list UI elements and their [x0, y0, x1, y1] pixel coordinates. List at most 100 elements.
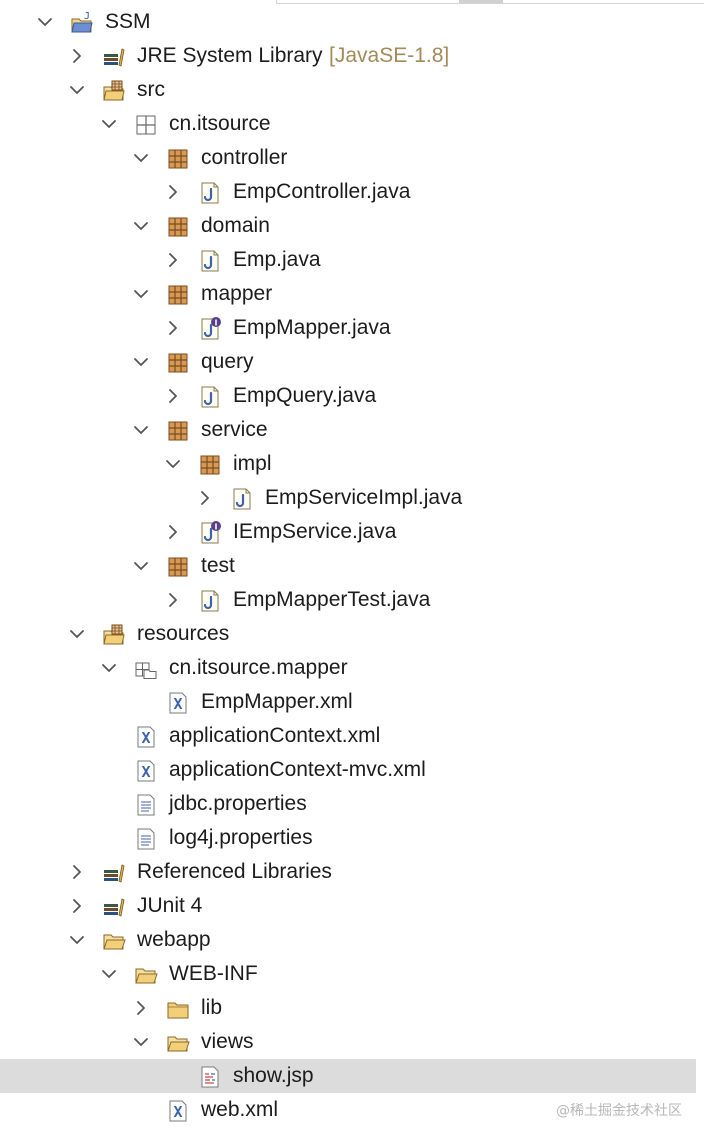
- expand-chevron-icon[interactable]: [165, 252, 181, 268]
- xml-file-icon: X: [166, 1099, 190, 1123]
- collapse-chevron-icon[interactable]: [133, 422, 149, 438]
- collapse-chevron-icon[interactable]: [133, 150, 149, 166]
- package-icon: [166, 555, 190, 579]
- collapse-chevron-icon[interactable]: [133, 558, 149, 574]
- folder-open-icon: [166, 1031, 190, 1055]
- collapse-chevron-icon[interactable]: [101, 660, 117, 676]
- collapse-chevron-icon[interactable]: [133, 354, 149, 370]
- tree-row-label: mapper: [201, 282, 273, 305]
- tree-row-query[interactable]: query: [0, 345, 704, 379]
- top-tab-indicator: [459, 0, 503, 3]
- tree-row-label: controller: [201, 146, 288, 169]
- tree-row-empcontroller[interactable]: EmpController.java: [0, 175, 704, 209]
- java-file-icon: [198, 181, 222, 205]
- tree-row-emp[interactable]: Emp.java: [0, 243, 704, 277]
- tree-row-log4j[interactable]: log4j.properties: [0, 821, 704, 855]
- tree-row-cn-itsource[interactable]: cn.itsource: [0, 107, 704, 141]
- collapse-chevron-icon[interactable]: [133, 218, 149, 234]
- tree-row-domain[interactable]: domain: [0, 209, 704, 243]
- collapse-chevron-icon[interactable]: [69, 82, 85, 98]
- tree-row-jdbc[interactable]: jdbc.properties: [0, 787, 704, 821]
- tree-row-label: jdbc.properties: [169, 792, 307, 815]
- source-folder-icon: [102, 623, 126, 647]
- collapse-chevron-icon[interactable]: [133, 286, 149, 302]
- expand-chevron-icon[interactable]: [69, 898, 85, 914]
- tree-row-label: applicationContext.xml: [169, 724, 381, 747]
- expand-chevron-icon[interactable]: [133, 1000, 149, 1016]
- tree-row-empquery[interactable]: EmpQuery.java: [0, 379, 704, 413]
- tree-row-empserviceimpl[interactable]: EmpServiceImpl.java: [0, 481, 704, 515]
- tree-row-label: EmpController.java: [233, 180, 411, 203]
- collapse-chevron-icon[interactable]: [165, 456, 181, 472]
- package-icon: [166, 147, 190, 171]
- collapse-chevron-icon[interactable]: [69, 932, 85, 948]
- expand-chevron-icon[interactable]: [165, 524, 181, 540]
- package-icon: [166, 283, 190, 307]
- tree-row-jre[interactable]: JRE System Library[JavaSE-1.8]: [0, 39, 704, 73]
- expand-chevron-icon[interactable]: [165, 184, 181, 200]
- tree-row-label: WEB-INF: [169, 962, 258, 985]
- tree-row-cn-itsource-mapper[interactable]: cn.itsource.mapper: [0, 651, 704, 685]
- tree-row-label: Referenced Libraries: [137, 860, 332, 883]
- tree-row-service[interactable]: service: [0, 413, 704, 447]
- tree-row-views[interactable]: views: [0, 1025, 704, 1059]
- tree-row-label: log4j.properties: [169, 826, 313, 849]
- tree-row-controller[interactable]: controller: [0, 141, 704, 175]
- tree-row-label: cn.itsource: [169, 112, 271, 135]
- tree-row-label: show.jsp: [233, 1064, 314, 1087]
- java-interface-icon: I: [198, 317, 222, 341]
- tree-row-impl[interactable]: impl: [0, 447, 704, 481]
- tree-row-label: EmpMapper.java: [233, 316, 391, 339]
- svg-text:I: I: [215, 523, 218, 532]
- tree-row-label: JUnit 4: [137, 894, 203, 917]
- expand-chevron-icon[interactable]: [165, 592, 181, 608]
- expand-chevron-icon[interactable]: [165, 320, 181, 336]
- collapse-chevron-icon[interactable]: [37, 14, 53, 30]
- tree-row-label: lib: [201, 996, 223, 1019]
- svg-text:X: X: [141, 729, 150, 747]
- expand-chevron-icon[interactable]: [69, 48, 85, 64]
- tree-row-test[interactable]: test: [0, 549, 704, 583]
- tree-row-label: impl: [233, 452, 272, 475]
- expand-chevron-icon[interactable]: [165, 388, 181, 404]
- expand-chevron-icon[interactable]: [69, 864, 85, 880]
- tree-row-reflibs[interactable]: Referenced Libraries: [0, 855, 704, 889]
- folder-open-icon: [102, 929, 126, 953]
- collapse-chevron-icon[interactable]: [101, 116, 117, 132]
- xml-file-icon: X: [134, 759, 158, 783]
- tree-row-label: cn.itsource.mapper: [169, 656, 348, 679]
- package-icon: [166, 419, 190, 443]
- package-icon: [198, 453, 222, 477]
- collapse-chevron-icon[interactable]: [101, 966, 117, 982]
- tree-row-webapp[interactable]: webapp: [0, 923, 704, 957]
- tree-row-label: IEmpService.java: [233, 520, 397, 543]
- collapse-chevron-icon[interactable]: [69, 626, 85, 642]
- tree-row-lib[interactable]: lib: [0, 991, 704, 1025]
- tree-row-label: domain: [201, 214, 270, 237]
- tree-row-label: views: [201, 1030, 254, 1053]
- tree-row-junit[interactable]: JUnit 4: [0, 889, 704, 923]
- collapse-chevron-icon[interactable]: [133, 1034, 149, 1050]
- tree-row-showjsp[interactable]: show.jsp: [0, 1059, 696, 1093]
- tree-row-webinf[interactable]: WEB-INF: [0, 957, 704, 991]
- svg-text:X: X: [173, 695, 182, 713]
- tree-row-mapper[interactable]: mapper: [0, 277, 704, 311]
- tree-row-label: EmpServiceImpl.java: [265, 486, 463, 509]
- package-folder-icon: [134, 657, 158, 681]
- svg-text:J: J: [84, 11, 90, 22]
- tree-row-src[interactable]: src: [0, 73, 704, 107]
- tree-row-label: test: [201, 554, 235, 577]
- tree-row-empmapper-xml[interactable]: X EmpMapper.xml: [0, 685, 704, 719]
- tree-row-empmapper[interactable]: I EmpMapper.java: [0, 311, 704, 345]
- tree-row-label: EmpMapper.xml: [201, 690, 353, 713]
- expand-chevron-icon[interactable]: [197, 490, 213, 506]
- tree-row-resources[interactable]: resources: [0, 617, 704, 651]
- tree-row-iempservice[interactable]: I IEmpService.java: [0, 515, 704, 549]
- tree-row-decorator: [JavaSE-1.8]: [329, 44, 450, 67]
- tree-row-empmappertest[interactable]: EmpMapperTest.java: [0, 583, 704, 617]
